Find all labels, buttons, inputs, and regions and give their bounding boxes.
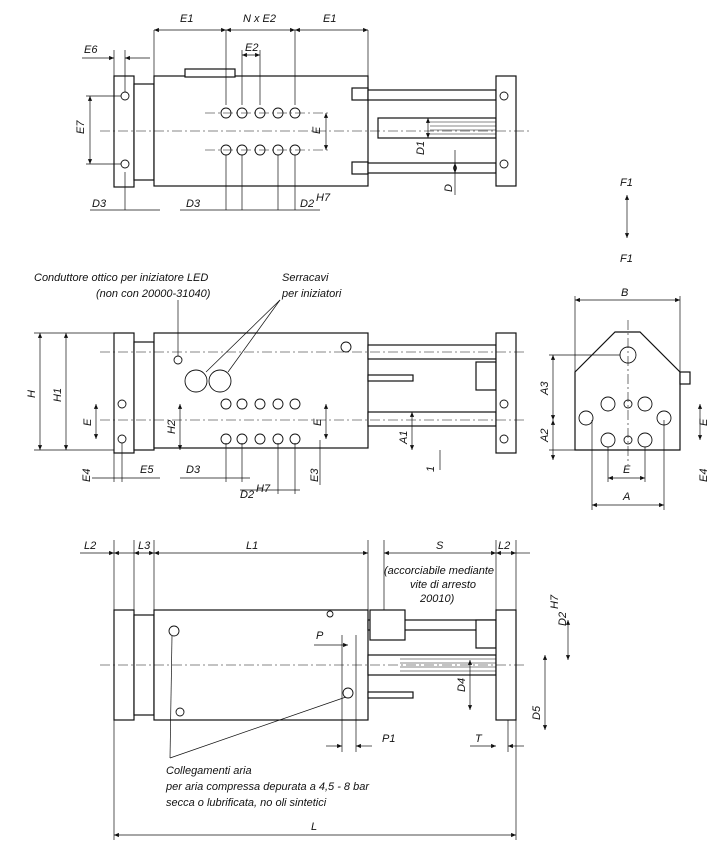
label-A3: A3 [539,381,551,396]
dimension-labels: E1 N x E2 E1 E6 E2 E7 E D1 D D3 D3 D2 H7… [26,13,710,833]
label-B: B [621,287,628,299]
note-led-line1: Conduttore ottico per iniziatore LED [34,272,208,284]
label-E1-right: E1 [323,13,336,25]
label-E-top: E [311,126,323,134]
label-E5: E5 [140,464,154,476]
label-D3-mid: D3 [186,464,201,476]
label-D2-top: D2 [300,198,314,210]
annotation-notes: Conduttore ottico per iniziatore LED (no… [34,272,494,809]
label-L2-left: L2 [84,540,96,552]
bottom-view [80,540,571,840]
label-E2: E2 [245,42,258,54]
note-air-line3: secca o lubrificata, no oli sintetici [166,797,327,809]
label-E4-mid: E4 [81,469,93,482]
label-NxE2: N x E2 [243,13,276,25]
label-P: P [316,630,324,642]
label-H7-mid: H7 [256,483,271,495]
label-one: 1 [425,466,437,472]
note-serracavi-line1: Serracavi [282,272,329,284]
label-E-side-bottom: E [623,464,631,476]
label-D1: D1 [415,141,427,155]
label-A1: A1 [398,431,410,445]
label-D3-a: D3 [92,198,107,210]
front-view [34,299,525,494]
label-E7: E7 [75,120,87,134]
label-E1-left: E1 [180,13,193,25]
label-F1-down: F1 [620,253,633,265]
label-L1: L1 [246,540,258,552]
label-E-mid: E [312,418,324,426]
label-H: H [26,390,38,398]
label-A2: A2 [539,429,551,443]
label-L2-right: L2 [498,540,510,552]
label-D2-mid: D2 [240,489,254,501]
label-H7-top: H7 [316,192,331,204]
label-E6: E6 [84,44,98,56]
label-D5: D5 [531,705,543,720]
note-air-line1: Collegamenti aria [166,765,252,777]
label-H7-bot: H7 [549,594,561,609]
label-L3: L3 [138,540,151,552]
label-H2: H2 [166,420,178,434]
label-S: S [436,540,444,552]
label-D: D [443,184,455,192]
label-F1-up: F1 [620,177,633,189]
note-led-line2: (non con 20000-31040) [96,288,211,300]
note-air-line2: per aria compressa depurata a 4,5 - 8 ba… [165,781,370,793]
top-view [82,27,530,211]
label-L: L [311,821,317,833]
note-s-line2: vite di arresto [410,579,476,591]
note-serracavi-line2: per iniziatori [281,288,342,300]
label-D4: D4 [456,678,468,692]
note-s-line1: (accorciabile mediante [384,565,494,577]
label-H1: H1 [52,388,64,402]
label-E-mid-left: E [82,418,94,426]
label-E4-side: E4 [698,469,710,482]
label-P1: P1 [382,733,395,745]
label-T: T [475,733,483,745]
label-A: A [622,491,630,503]
label-E3: E3 [309,468,321,482]
side-view [549,296,703,510]
label-D2-bot: D2 [557,612,569,626]
note-s-line3: 20010) [419,593,455,605]
label-E-side: E [698,418,710,426]
label-D3-b: D3 [186,198,201,210]
